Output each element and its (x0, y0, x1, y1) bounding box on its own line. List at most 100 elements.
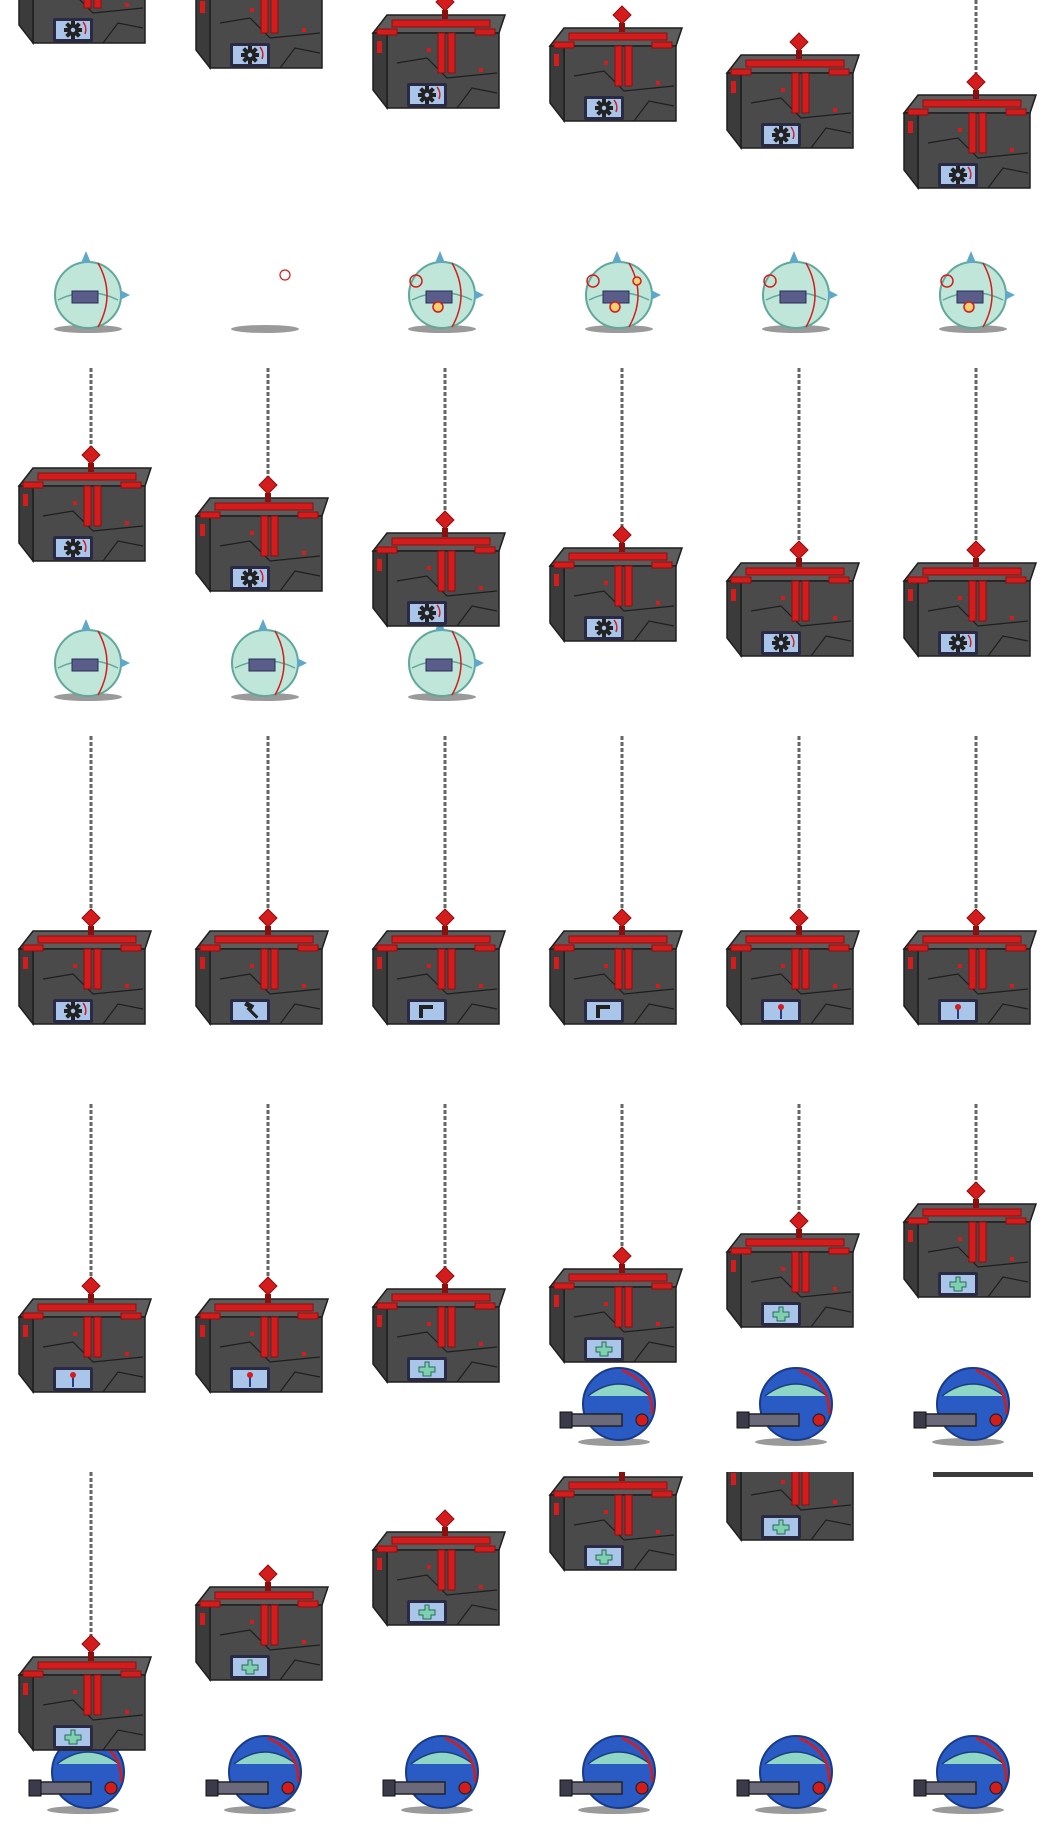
crate-crack (633, 1341, 675, 1363)
red-light (833, 108, 837, 112)
sprite-frame (177, 368, 354, 736)
sprite-frame (531, 736, 708, 1104)
supply-crate (725, 32, 861, 151)
crate-screen (410, 1002, 444, 1020)
supply-crate (548, 1246, 684, 1365)
crane-hook (81, 445, 101, 465)
red-strap (907, 108, 929, 116)
sprite-frame (708, 1104, 885, 1472)
blue-orb (382, 1735, 479, 1814)
crate-crack (219, 17, 321, 39)
crate-crack (42, 1699, 144, 1721)
orb-red-ring (982, 262, 993, 328)
hook-stem (88, 1652, 94, 1661)
orb-red-light (458, 1781, 472, 1795)
hook-stem (619, 543, 625, 552)
red-light (250, 964, 254, 968)
crane-hook (81, 1634, 101, 1654)
chain (266, 1104, 270, 1282)
crate-crack (633, 620, 675, 642)
red-strap (791, 580, 800, 622)
supply-crate (194, 908, 330, 1027)
red-light (23, 1683, 28, 1695)
orb-pilot (956, 290, 984, 304)
red-strap (93, 485, 102, 527)
red-strap (828, 1247, 850, 1255)
red-strap (214, 1591, 314, 1600)
crane-hook (966, 72, 986, 92)
red-light (958, 596, 962, 600)
red-strap (730, 944, 752, 952)
crane-hook (789, 32, 809, 52)
cannon-muzzle (205, 1779, 219, 1797)
orb-red-light (281, 1781, 295, 1795)
red-light (479, 1342, 483, 1346)
crane-hook (789, 540, 809, 560)
red-light (781, 1267, 785, 1271)
supply-crate (725, 540, 861, 659)
red-strap (553, 561, 575, 569)
crate-crack (927, 605, 1029, 627)
hook-stem (796, 926, 802, 935)
red-strap (199, 1312, 221, 1320)
supply-crate (548, 5, 684, 124)
crate-crack (396, 575, 498, 597)
supply-crate (902, 540, 1038, 659)
sprite-frame (708, 736, 885, 1104)
red-strap (651, 561, 673, 569)
chain (266, 368, 270, 480)
hook-stem (796, 1229, 802, 1238)
red-strap (978, 112, 987, 154)
crate-crack (102, 540, 144, 562)
red-strap (376, 1302, 398, 1310)
red-light (833, 984, 837, 988)
supply-crate (902, 1181, 1038, 1300)
crate-crack (750, 1276, 852, 1298)
supply-crate (725, 908, 861, 1027)
wrench-icon (70, 1372, 76, 1387)
hook-stem (619, 926, 625, 935)
red-light (250, 1620, 254, 1624)
red-strap (922, 935, 1022, 944)
crate-screen (587, 1002, 621, 1020)
red-light (427, 1565, 431, 1569)
crate-crack (810, 1519, 852, 1541)
red-light (302, 984, 306, 988)
crate-crack (102, 1371, 144, 1393)
red-light (250, 1332, 254, 1336)
cannon-muzzle (736, 1779, 750, 1797)
red-strap (83, 0, 92, 9)
glass-orb (54, 619, 130, 701)
red-light (908, 957, 913, 969)
orb-red-ring (444, 1736, 477, 1783)
crate-crack (927, 1246, 1029, 1268)
red-strap (437, 948, 446, 990)
sprite-frame (354, 736, 531, 1104)
blue-orb (559, 1367, 656, 1446)
hook-stem (265, 493, 271, 502)
red-strap (83, 948, 92, 990)
ground-shadow (755, 1438, 827, 1446)
orb-spike (258, 619, 268, 631)
red-light (377, 1315, 382, 1327)
red-light (604, 1510, 608, 1514)
red-strap (120, 481, 142, 489)
gear-icon (418, 86, 441, 104)
puzzle-icon (595, 1549, 613, 1565)
red-strap (37, 1303, 137, 1312)
gear-icon (595, 99, 618, 117)
red-strap (553, 944, 575, 952)
red-strap (730, 1247, 752, 1255)
orb-pilot (425, 290, 453, 304)
supply-crate (548, 908, 684, 1027)
sprite-frame (0, 736, 177, 1104)
hook-stem (442, 528, 448, 537)
red-strap (614, 948, 623, 990)
red-strap (1005, 1217, 1027, 1225)
crate-crack (987, 635, 1029, 657)
red-strap (745, 935, 845, 944)
supply-crate (194, 1564, 330, 1683)
cannon-muzzle (913, 1411, 927, 1429)
chain (89, 736, 93, 914)
red-light (427, 1322, 431, 1326)
